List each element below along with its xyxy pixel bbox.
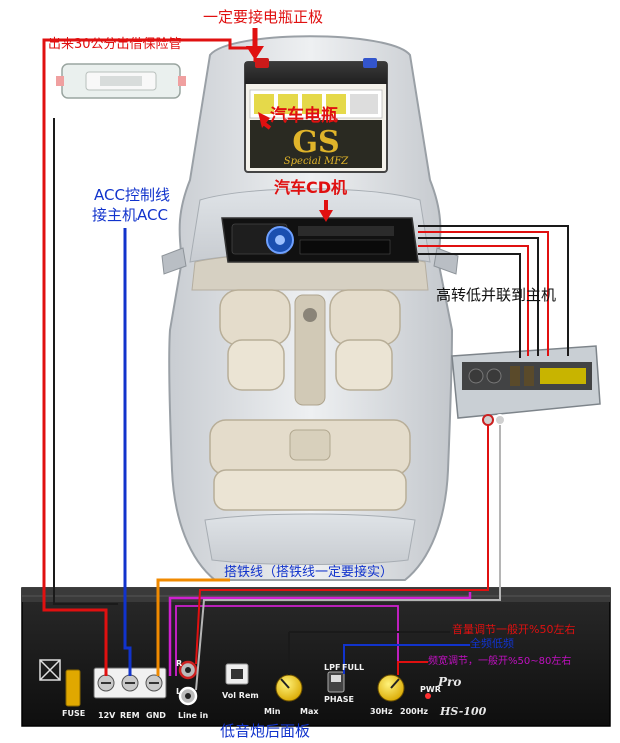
- front-right-seat: [329, 289, 401, 391]
- label-rear-panel: 低音炮后面板: [220, 722, 311, 740]
- magenta-wire: [168, 592, 472, 676]
- panel-gnd: GND: [146, 711, 166, 720]
- label-freq-note: 频宽调节，一般开%50~80左右: [428, 656, 572, 667]
- panel-pro: Pro: [438, 675, 462, 689]
- battery-positive-terminal: [255, 58, 269, 68]
- panel-30hz: 30Hz: [370, 707, 393, 716]
- subwoofer-rear-panel: [21, 587, 611, 727]
- ground-wire: [156, 578, 230, 676]
- panel-l: L: [176, 687, 182, 696]
- panel-phase: PHASE: [324, 695, 354, 704]
- panel-200hz: 200Hz: [400, 707, 429, 716]
- battery-brand: GS: [292, 125, 339, 160]
- cd-output-wire-5: [418, 253, 521, 358]
- label-car-cd: 汽车CD机: [274, 178, 348, 197]
- label-acc-line1: ACC控制线: [94, 186, 170, 204]
- rear-seat: [209, 419, 411, 511]
- panel-min: Min: [264, 707, 281, 716]
- label-acc-line2: 接主机ACC: [92, 206, 168, 224]
- panel-max: Max: [300, 707, 319, 716]
- magenta-wire-2: [175, 605, 399, 676]
- label-hi-lo-converter: 高转低并联到主机: [436, 286, 557, 304]
- panel-pwr: PWR: [420, 685, 441, 694]
- battery-model: Special MFZ: [284, 156, 349, 167]
- fuse-holder: [56, 63, 186, 99]
- acc-wire: [123, 228, 132, 676]
- label-car-battery: 汽车电瓶: [270, 106, 338, 126]
- full-low-leader: [343, 644, 470, 674]
- panel-model: HS-100: [440, 705, 487, 718]
- rca-red-wire: [195, 425, 489, 665]
- label-ground-wire: 搭铁线（搭铁线一定要接实）: [224, 565, 394, 580]
- panel-line-in: Line in: [178, 711, 209, 720]
- cd-output-wire-2: [418, 231, 549, 356]
- label-volume-note: 音量调节一般开%50左右: [452, 623, 576, 636]
- panel-vol-rem: Vol Rem: [222, 691, 259, 700]
- rca-white-wire: [195, 425, 501, 691]
- label-battery-positive: 一定要接电瓶正极: [203, 8, 324, 26]
- cd-output-wire-3: [418, 237, 539, 356]
- car-battery: [244, 58, 388, 173]
- black-wire-left: [53, 118, 118, 605]
- center-console: [294, 294, 326, 406]
- cd-head-unit: [221, 217, 419, 263]
- panel-fuse: FUSE: [62, 709, 86, 718]
- label-full-low: 全频低频: [470, 637, 514, 650]
- front-left-seat: [219, 289, 291, 391]
- battery-label: GS Special MFZ: [284, 125, 349, 167]
- battery-negative-terminal: [363, 58, 377, 68]
- panel-r: R: [176, 659, 183, 668]
- hi-lo-converter: [451, 345, 601, 426]
- label-fuse-note: 出来30公分出借保险管: [48, 37, 182, 52]
- panel-full: FULL: [342, 663, 365, 672]
- panel-rem: REM: [120, 711, 140, 720]
- freq-leader: [397, 661, 428, 675]
- panel-12v: 12V: [98, 711, 116, 720]
- panel-lpf: LPF: [324, 663, 341, 672]
- cd-output-wire-1: [418, 225, 569, 356]
- cd-output-wire-4: [418, 245, 529, 356]
